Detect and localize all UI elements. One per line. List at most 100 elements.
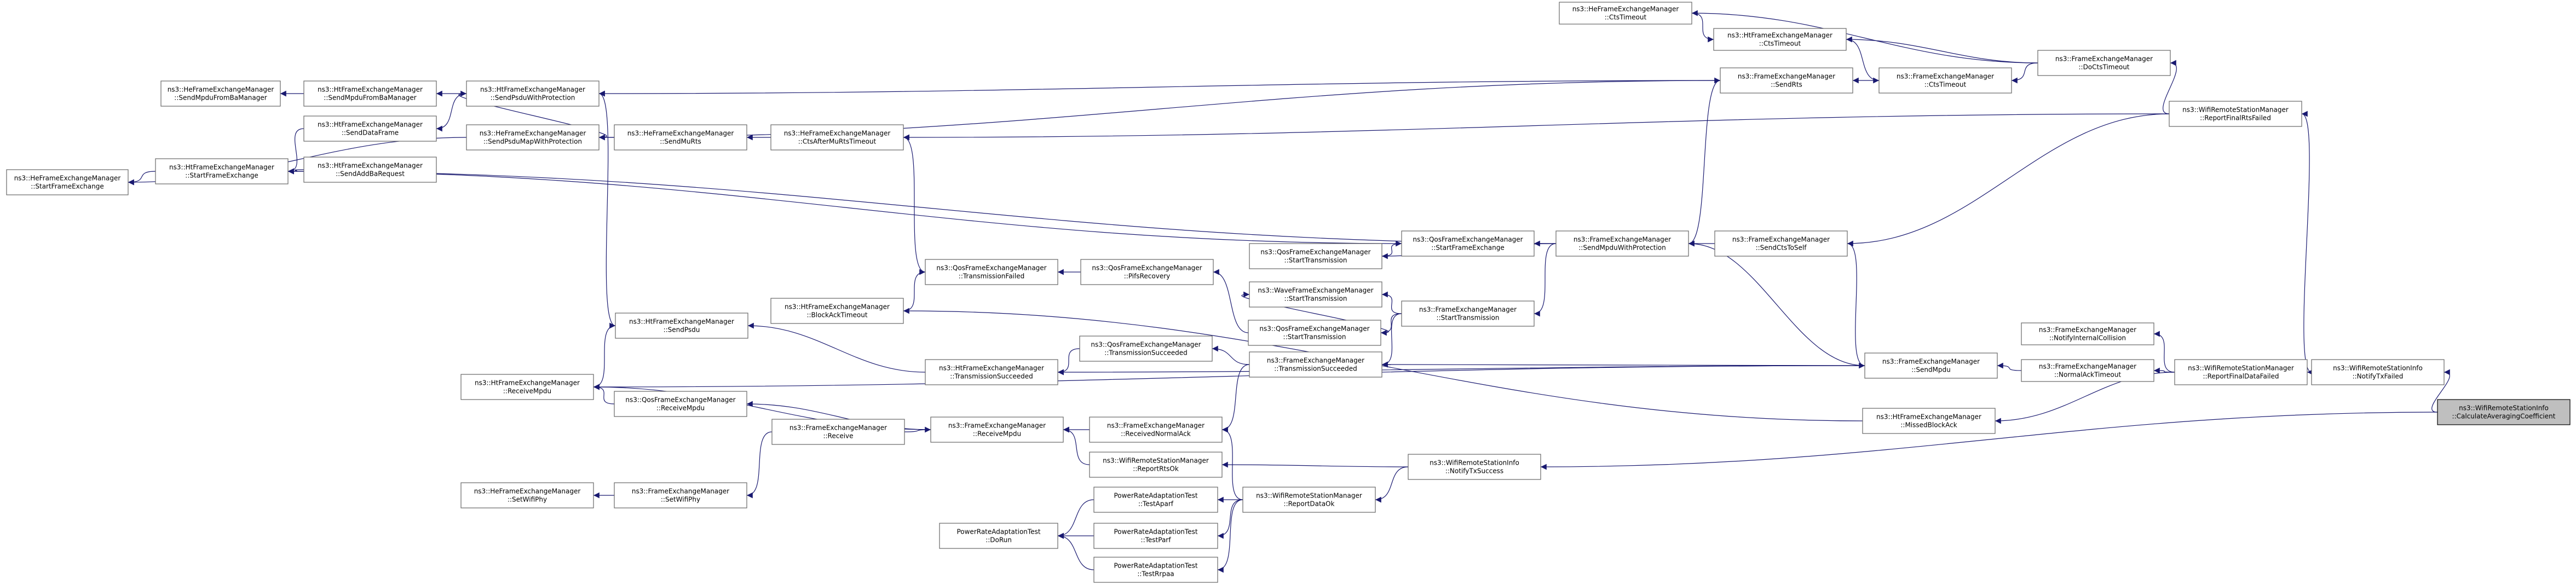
function-node[interactable]: ns3::WifiRemoteStationInfo::NotifyTxFail… (2311, 359, 2445, 385)
function-node[interactable]: ns3::QosFrameExchangeManager::Transmissi… (925, 259, 1058, 285)
function-node[interactable]: ns3::FrameExchangeManager::ReceiveMpdu (930, 417, 1064, 443)
function-node[interactable]: ns3::WifiRemoteStationManager::ReportFin… (2169, 101, 2302, 127)
call-edge (1217, 499, 1243, 539)
node-box (1249, 243, 1382, 269)
function-node[interactable]: ns3::WifiRemoteStationManager::ReportRts… (1089, 452, 1223, 478)
function-node[interactable]: ns3::FrameExchangeManager::ReceivedNorma… (1089, 417, 1223, 443)
node-class-label: ns3::QosFrameExchangeManager (625, 396, 735, 404)
node-method-label: ::NotifyTxSuccess (1445, 467, 1503, 475)
function-node[interactable]: ns3::HtFrameExchangeManager::SendMpduFro… (303, 80, 437, 107)
function-node[interactable]: ns3::HeFrameExchangeManager::CtsTimeout (1559, 2, 1692, 25)
node-box (466, 80, 600, 107)
function-node[interactable]: ns3::WifiRemoteStationManager::ReportFin… (2174, 359, 2308, 385)
function-node[interactable]: ns3::HeFrameExchangeManager::CtsAfterMuR… (770, 124, 904, 151)
function-node[interactable]: ns3::QosFrameExchangeManager::StartTrans… (1249, 243, 1382, 269)
node-method-label: ::TransmissionSucceeded (950, 373, 1033, 380)
function-node[interactable]: ns3::HeFrameExchangeManager::SetWifiPhy (460, 482, 594, 508)
function-node[interactable]: ns3::HeFrameExchangeManager::SendMuRts (614, 124, 747, 151)
call-edge (903, 308, 1863, 421)
node-box (303, 157, 437, 183)
function-node[interactable]: ns3::FrameExchangeManager::SendRts (1720, 67, 1853, 94)
focus-function-node[interactable]: ns3::WifiRemoteStationInfo::CalculateAve… (2437, 399, 2571, 425)
function-node[interactable]: ns3::QosFrameExchangeManager::Transmissi… (1079, 336, 1213, 362)
function-node[interactable]: ns3::FrameExchangeManager::NotifyInterna… (2021, 322, 2154, 345)
function-node[interactable]: ns3::HtFrameExchangeManager::SendAddBaRe… (303, 157, 437, 183)
call-edge (1381, 291, 1402, 314)
function-node[interactable]: ns3::WifiRemoteStationManager::ReportDat… (1242, 487, 1376, 513)
node-method-label: ::StartTransmission (1283, 333, 1346, 341)
function-node[interactable]: ns3::WaveFrameExchangeManager::StartTran… (1249, 281, 1382, 308)
function-node[interactable]: ns3::QosFrameExchangeManager::StartFrame… (1401, 230, 1535, 257)
node-method-label: ::SendCtsToSelf (1756, 244, 1807, 252)
function-node[interactable]: PowerRateAdaptationTest::TestAparf (1093, 487, 1218, 513)
call-edge (287, 168, 1557, 244)
function-node[interactable]: ns3::HtFrameExchangeManager::SendPsdu (615, 313, 748, 339)
node-class-label: ns3::WifiRemoteStationManager (1103, 457, 1209, 465)
function-node[interactable]: ns3::FrameExchangeManager::StartTransmis… (1401, 300, 1535, 327)
node-box (1089, 417, 1223, 443)
call-edge (1846, 36, 2038, 63)
call-edge (287, 168, 1402, 244)
function-node[interactable]: PowerRateAdaptationTest::TestRrpaa (1093, 557, 1218, 583)
call-edge (903, 134, 926, 273)
call-edge (1057, 533, 1094, 570)
function-node[interactable]: ns3::FrameExchangeManager::DoCtsTimeout (2037, 50, 2171, 76)
function-node[interactable]: ns3::HtFrameExchangeManager::BlockAckTim… (770, 298, 904, 324)
node-class-label: ns3::WaveFrameExchangeManager (1258, 287, 1373, 294)
function-node[interactable]: ns3::FrameExchangeManager::SendMpdu (1864, 352, 1998, 379)
node-method-label: ::StartFrameExchange (31, 183, 103, 190)
node-class-label: ns3::FrameExchangeManager (1738, 73, 1835, 80)
call-edge (1846, 39, 1880, 84)
node-method-label: ::SendPsduWithProtection (491, 94, 575, 102)
node-class-label: ns3::HtFrameExchangeManager (318, 121, 423, 129)
node-method-label: ::CtsTimeout (1924, 81, 1967, 89)
node-method-label: ::SendAddBaRequest (336, 170, 405, 178)
node-method-label: ::ReceiveMpdu (656, 404, 705, 412)
call-edge (598, 80, 1721, 97)
function-node[interactable]: ns3::QosFrameExchangeManager::StartTrans… (1248, 320, 1381, 346)
function-node[interactable]: ns3::FrameExchangeManager::Receive (771, 419, 905, 445)
function-node[interactable]: ns3::WifiRemoteStationInfo::NotifyTxSucc… (1408, 454, 1541, 480)
function-node[interactable]: PowerRateAdaptationTest::DoRun (939, 523, 1058, 549)
function-node[interactable]: ns3::HeFrameExchangeManager::SendMpduFro… (160, 80, 281, 107)
function-node[interactable]: ns3::HtFrameExchangeManager::MissedBlock… (1862, 408, 1996, 434)
node-method-label: ::SendRts (1771, 81, 1802, 89)
node-class-label: ns3::WifiRemoteStationInfo (1430, 459, 1519, 467)
function-node[interactable]: ns3::HtFrameExchangeManager::StartFrameE… (155, 158, 289, 184)
node-method-label: ::NotifyTxFailed (2353, 373, 2404, 380)
node-box (1714, 230, 1848, 257)
function-node[interactable]: ns3::HtFrameExchangeManager::SendPsduWit… (466, 80, 600, 107)
node-method-label: ::StartTransmission (1284, 295, 1347, 303)
node-box (460, 374, 594, 400)
call-edge (1847, 113, 2170, 247)
function-node[interactable]: ns3::HtFrameExchangeManager::CtsTimeout (1713, 28, 1847, 51)
node-class-label: ns3::HeFrameExchangeManager (168, 86, 274, 94)
function-node[interactable]: ns3::FrameExchangeManager::CtsTimeout (1878, 67, 2012, 94)
function-node[interactable]: ns3::FrameExchangeManager::SendCtsToSelf (1714, 230, 1848, 257)
node-box (771, 419, 905, 445)
node-class-label: PowerRateAdaptationTest (956, 528, 1040, 536)
function-node[interactable]: ns3::HtFrameExchangeManager::SendDataFra… (303, 115, 437, 142)
function-node[interactable]: ns3::FrameExchangeManager::SendMpduWithP… (1555, 230, 1689, 257)
node-class-label: ns3::QosFrameExchangeManager (1092, 264, 1202, 272)
function-node[interactable]: ns3::HeFrameExchangeManager::StartFrameE… (6, 169, 129, 195)
node-class-label: ns3::HeFrameExchangeManager (784, 130, 891, 137)
node-box (6, 169, 129, 195)
function-node[interactable]: PowerRateAdaptationTest::TestParf (1093, 523, 1218, 549)
function-node[interactable]: ns3::HtFrameExchangeManager::ReceiveMpdu (460, 374, 594, 400)
node-method-label: ::ReportFinalRtsFailed (2200, 114, 2271, 122)
function-node[interactable]: ns3::FrameExchangeManager::TransmissionS… (1249, 351, 1382, 378)
call-edge (2431, 369, 2450, 413)
node-box (2437, 399, 2571, 425)
node-box (1248, 320, 1381, 346)
node-method-label: ::PifsRecovery (1124, 273, 1171, 280)
function-node[interactable]: ns3::QosFrameExchangeManager::ReceiveMpd… (614, 391, 747, 417)
function-node[interactable]: ns3::FrameExchangeManager::NormalAckTime… (2021, 359, 2154, 382)
function-node[interactable]: ns3::HtFrameExchangeManager::Transmissio… (925, 359, 1058, 385)
node-class-label: ns3::FrameExchangeManager (1732, 236, 1830, 244)
function-node[interactable]: ns3::FrameExchangeManager::SetWifiPhy (614, 482, 747, 508)
node-class-label: PowerRateAdaptationTest (1114, 492, 1197, 500)
function-node[interactable]: ns3::HeFrameExchangeManager::SendPsduMap… (466, 124, 600, 151)
node-box (1093, 557, 1218, 583)
function-node[interactable]: ns3::QosFrameExchangeManager::PifsRecove… (1080, 259, 1214, 285)
